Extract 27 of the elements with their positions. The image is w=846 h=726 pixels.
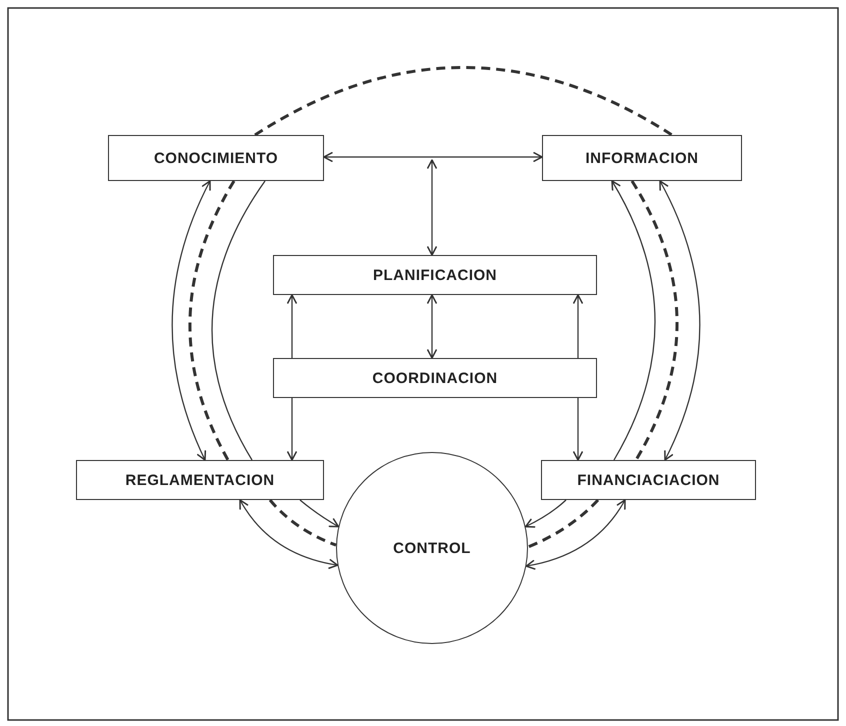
- process-box: CONOCIMIENTO: [108, 135, 324, 181]
- process-box: PLANIFICACION: [273, 255, 597, 295]
- process-box: COORDINACION: [273, 358, 597, 398]
- arrow: [524, 500, 566, 528]
- control-circle: CONTROL: [336, 452, 528, 644]
- arrow: [323, 152, 543, 162]
- dashed-connector: [268, 499, 337, 546]
- arrow: [659, 180, 700, 461]
- dashed-connector: [630, 180, 678, 461]
- arrow: [286, 398, 298, 461]
- arrow: [572, 294, 584, 358]
- process-box: REGLAMENTACION: [76, 460, 324, 500]
- process-box: INFORMACION: [542, 135, 742, 181]
- dashed-connector: [188, 180, 236, 461]
- dashed-connector: [254, 66, 673, 136]
- arrow: [611, 180, 656, 460]
- dashed-connector: [527, 498, 600, 548]
- arrow: [300, 500, 340, 528]
- arrow: [286, 294, 298, 358]
- connector-line: [212, 180, 266, 460]
- arrow: [426, 294, 438, 359]
- arrow: [426, 159, 438, 256]
- arrow: [172, 180, 212, 461]
- arrow: [526, 499, 626, 570]
- process-box: FINANCIACIACION: [541, 460, 756, 500]
- arrow: [572, 398, 584, 461]
- arrow: [239, 499, 338, 569]
